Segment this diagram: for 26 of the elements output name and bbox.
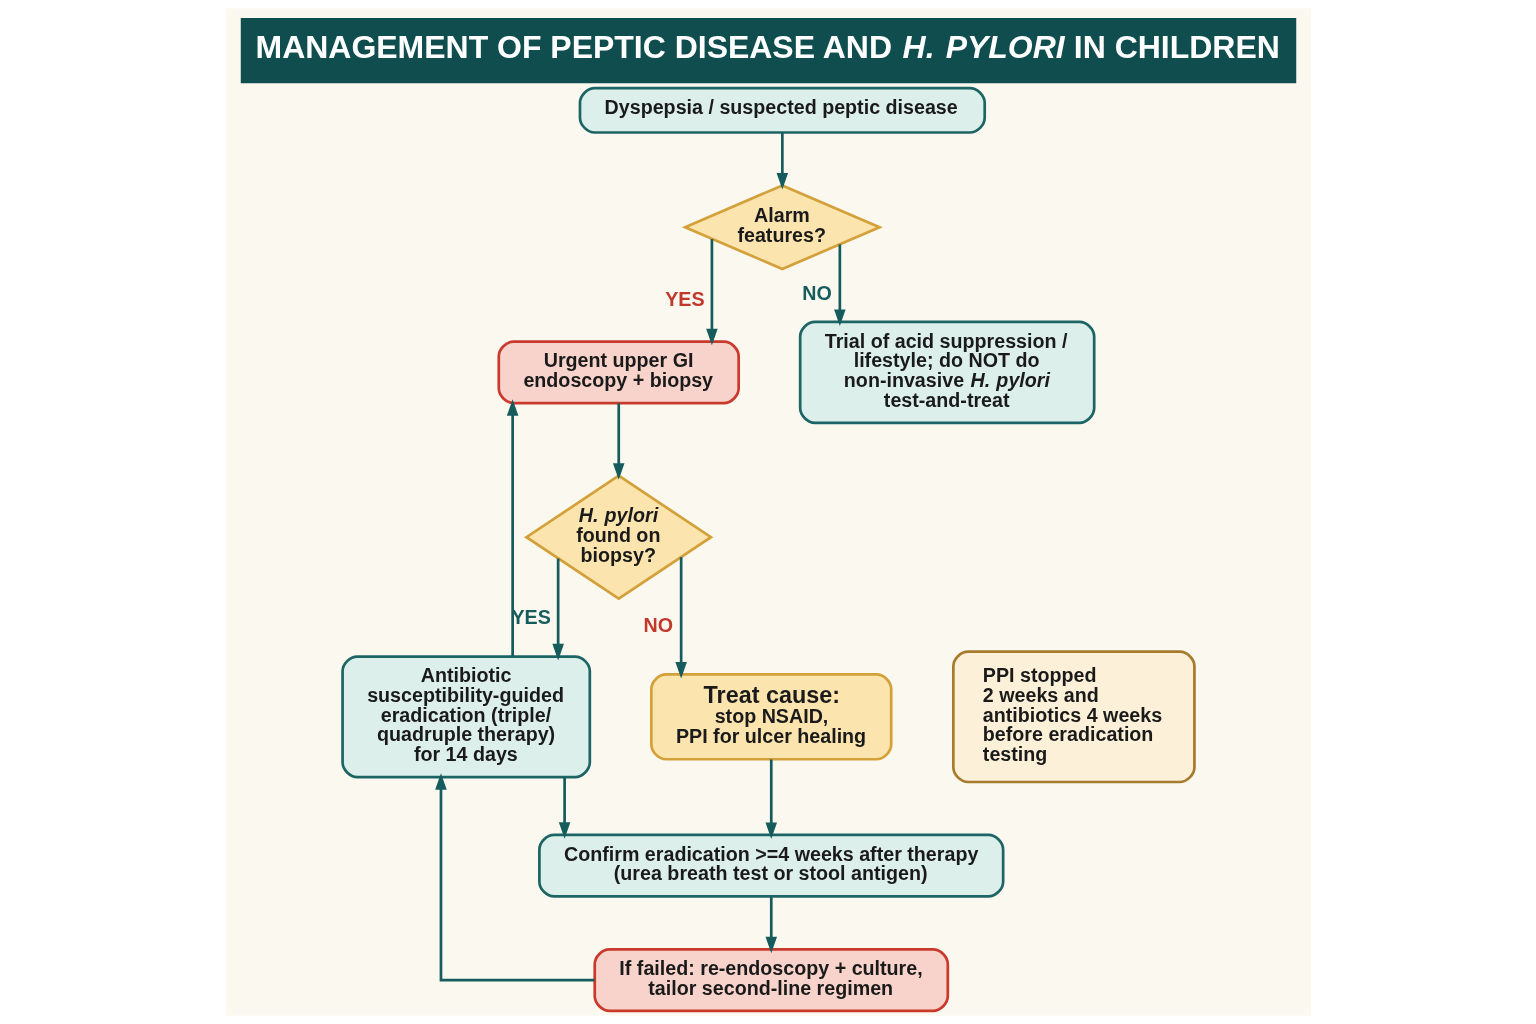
node-box: Confirm eradication >=4 weeks after therapy (urea breath test or stool antigen)	[537, 833, 1004, 898]
arrow	[833, 244, 846, 326]
node-diamond: Alarm features?	[681, 183, 883, 271]
node-diamond: H. pylori found on biopsy?	[523, 474, 713, 601]
arrow	[705, 239, 718, 346]
arrow	[776, 132, 788, 190]
node-box: Treat cause: stop NSAID, PPI for ulcer healing	[649, 673, 893, 761]
arrow	[506, 399, 518, 657]
edge-label: YES	[664, 288, 705, 311]
arrow	[764, 896, 777, 954]
edge-label: NO	[801, 281, 832, 304]
edge-label: NO	[643, 614, 673, 637]
node-box: PPI stopped 2 weeks and antibiotics 4 weeks before eradication testing	[951, 650, 1196, 784]
arrow	[674, 557, 687, 679]
arrow	[558, 777, 570, 839]
diagram-title: MANAGEMENT OF PEPTIC DISEASE AND H. PYLORI IN CHILDREN	[255, 28, 1280, 65]
edge-label: YES	[510, 605, 551, 628]
node-box: Antibiotic susceptibility-guided eradication (triple/ quadruple therapy) for 14 days	[340, 655, 591, 779]
node-box: Trial of acid suppression / lifestyle; do NOT do non-invasive H. pylori test-and-treat	[798, 320, 1096, 425]
arrow	[764, 759, 777, 839]
arrow	[551, 558, 564, 661]
node-box: Dyspepsia / suspected peptic disease	[578, 86, 986, 134]
node-box: If failed: re-endoscopy + culture, tailor second-line regimen	[592, 947, 949, 1013]
node-box: Urgent upper GI endoscopy + biopsy	[496, 340, 740, 405]
arrow	[612, 403, 624, 480]
arrow	[434, 773, 594, 982]
